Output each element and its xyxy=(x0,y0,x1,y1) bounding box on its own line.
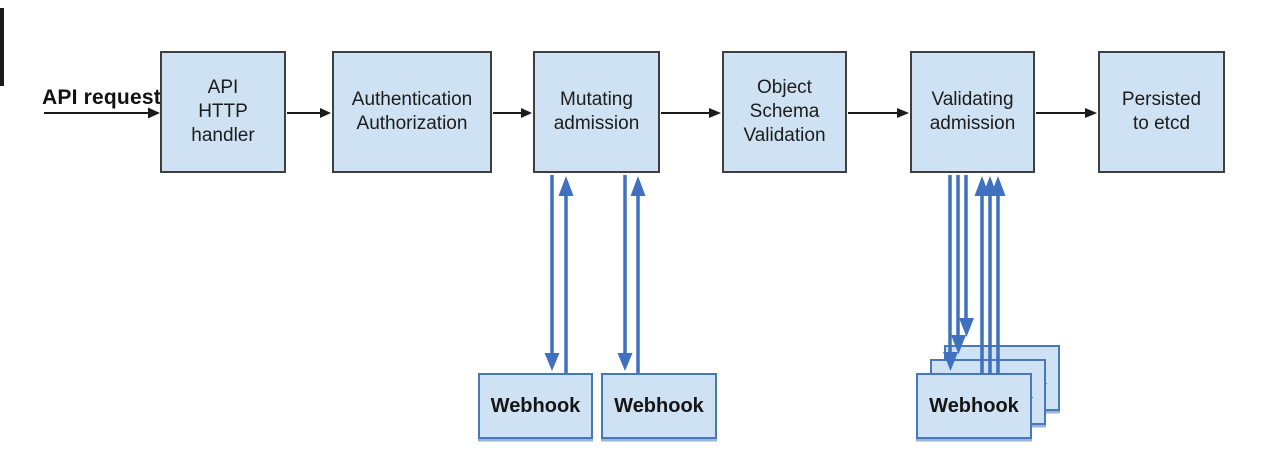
node-mutating-admission: Mutating admission xyxy=(533,51,660,173)
mutating-webhook-box-2: Webhook xyxy=(601,373,717,439)
flow-arrow-validating-to-etcd xyxy=(1036,108,1097,118)
left-edge-artifact xyxy=(0,8,4,86)
api-request-label: API request xyxy=(42,86,161,109)
mutating-webhook2-call-arrow-down xyxy=(617,175,633,371)
validating-webhook-call-arrow-down-1 xyxy=(943,175,958,371)
flow-arrow-auth-to-mutating xyxy=(493,108,532,118)
node-persisted-to-etcd: Persisted to etcd xyxy=(1098,51,1225,173)
mutating-webhook1-response-arrow-up xyxy=(558,176,574,373)
flow-arrow-mutating-to-schema xyxy=(661,108,721,118)
node-api-http-handler: API HTTP handler xyxy=(160,51,286,173)
flow-arrow-handler-to-auth xyxy=(287,108,331,118)
mutating-webhook-box-1: Webhook xyxy=(478,373,593,439)
node-object-schema-validation: Object Schema Validation xyxy=(722,51,847,173)
mutating-webhook1-call-arrow-down xyxy=(544,175,560,371)
validating-webhook-call-arrow-down-2 xyxy=(951,175,966,354)
flow-arrow-schema-to-validating xyxy=(848,108,909,118)
validating-webhook-call-arrow-down-3 xyxy=(959,175,974,337)
mutating-webhook2-response-arrow-up xyxy=(630,176,646,373)
node-authentication-authorization: Authentication Authorization xyxy=(332,51,492,173)
node-validating-admission: Validating admission xyxy=(910,51,1035,173)
validating-webhook-box-1: Webhook xyxy=(916,373,1032,439)
